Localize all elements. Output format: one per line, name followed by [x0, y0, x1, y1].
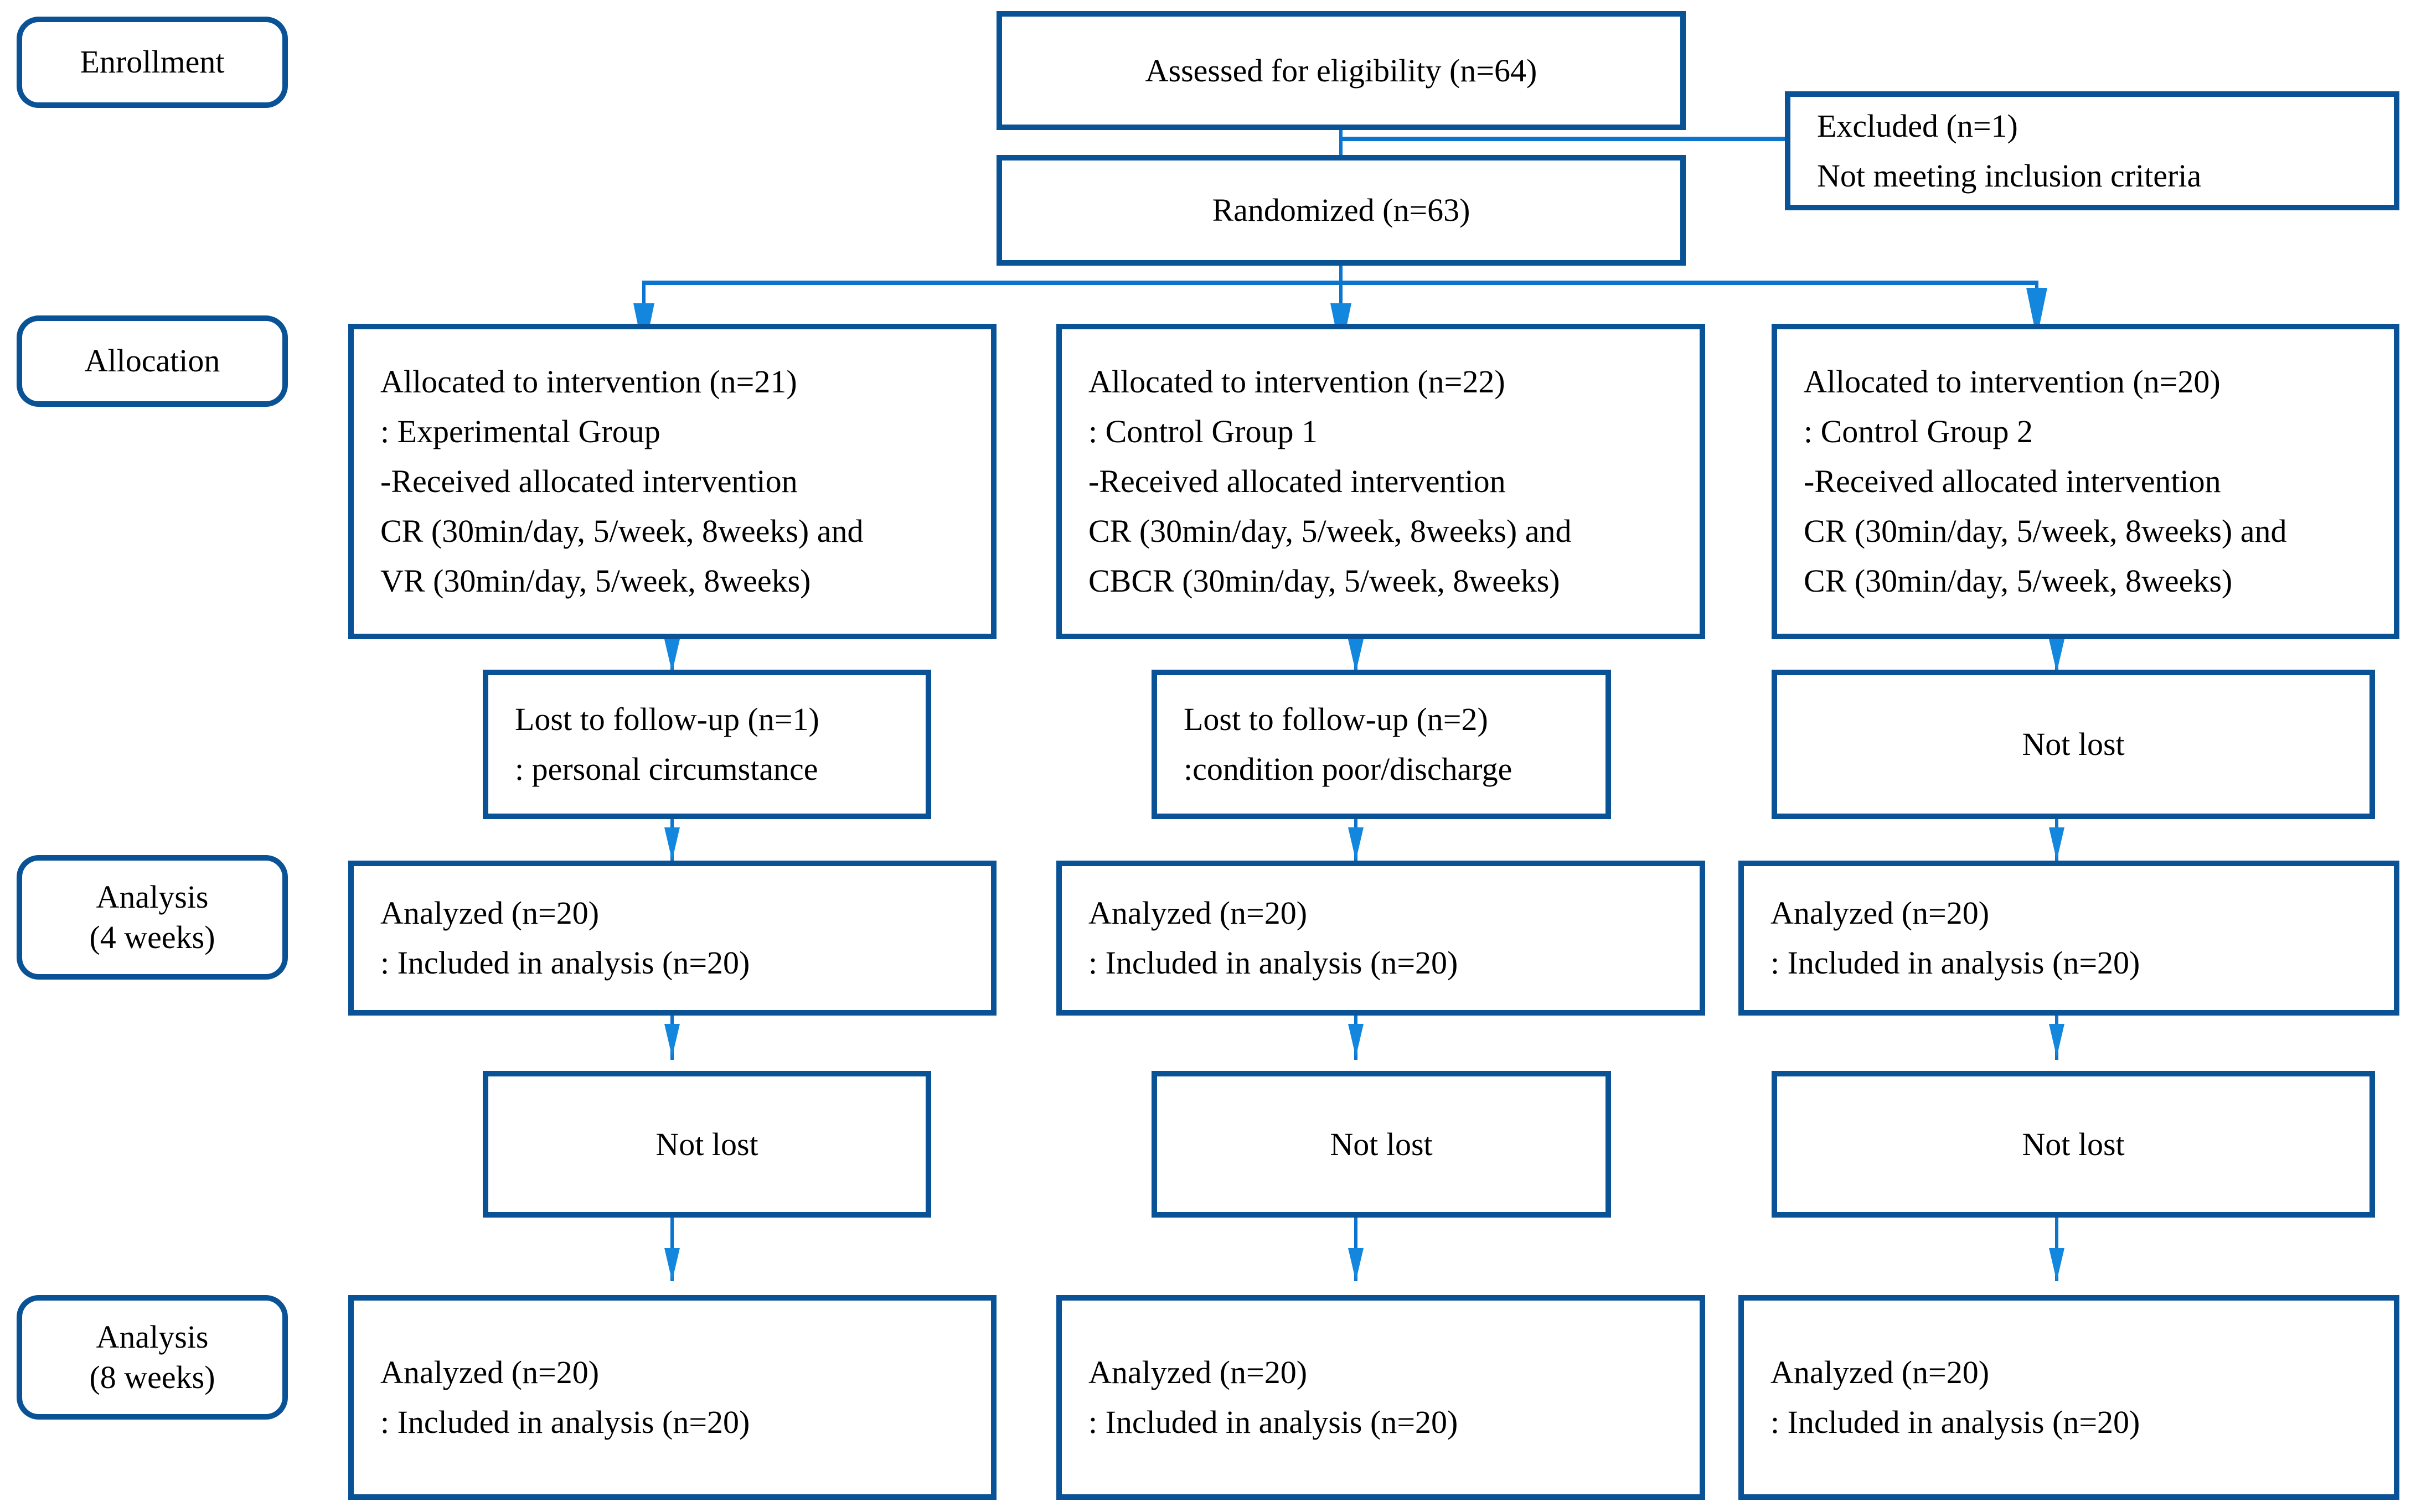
node-analysis-8w-group1-line2: : Included in analysis (n=20)	[380, 1404, 750, 1440]
node-analysis-4w-group2: Analyzed (n=20) : Included in analysis (…	[1056, 861, 1705, 1016]
connector-to-excluded	[1339, 137, 1785, 141]
arrow-allocation3-to-notlost3	[2049, 639, 2064, 672]
node-lost-followup-group1: Lost to follow-up (n=1) : personal circu…	[483, 670, 931, 819]
node-randomized: Randomized (n=63)	[997, 155, 1686, 266]
node-allocation-group2-line1: Allocated to intervention (n=22)	[1088, 364, 1505, 400]
node-allocation-group1-line3: -Received allocated intervention	[380, 463, 798, 500]
node-excluded-line1: Excluded (n=1)	[1817, 107, 2018, 144]
arrow-notlost3-to-analysis8w-3	[2049, 1248, 2064, 1281]
arrow-allocation2-to-lost2	[1348, 639, 1364, 672]
node-analysis-8w-group1: Analyzed (n=20) : Included in analysis (…	[348, 1295, 997, 1500]
node-not-lost-group3-4w: Not lost	[1772, 670, 2375, 819]
node-randomized-line1: Randomized (n=63)	[1212, 192, 1470, 229]
node-not-lost-group3-4w-line1: Not lost	[2022, 726, 2125, 763]
connector-randomized-to-group1	[642, 281, 646, 305]
node-not-lost-group2-8w: Not lost	[1152, 1071, 1611, 1218]
node-analysis-8w-group1-line1: Analyzed (n=20)	[380, 1354, 600, 1391]
stage-label-analysis-8-weeks-line1: Analysis	[96, 1319, 209, 1355]
node-lost-followup-group1-line2: : personal circumstance	[515, 751, 818, 787]
arrow-analysis4w1-to-notlost1	[664, 1024, 680, 1057]
node-not-lost-group3-8w: Not lost	[1772, 1071, 2375, 1218]
node-analysis-4w-group1-line1: Analyzed (n=20)	[380, 895, 600, 931]
node-analysis-4w-group3-line2: : Included in analysis (n=20)	[1770, 945, 2140, 981]
arrow-lost2-to-analysis4w-2	[1348, 827, 1364, 861]
node-not-lost-group1-8w-line1: Not lost	[655, 1126, 758, 1162]
connector-assessed-to-randomized-lower	[1339, 137, 1343, 155]
stage-label-analysis-8-weeks: Analysis (8 weeks)	[17, 1295, 288, 1420]
node-allocation-group3-line5: CR (30min/day, 5/week, 8weeks)	[1804, 562, 2233, 599]
node-allocation-group1-line2: : Experimental Group	[380, 413, 660, 450]
connector-randomized-stem	[1339, 266, 1343, 283]
node-analysis-8w-group3-line2: : Included in analysis (n=20)	[1770, 1404, 2140, 1440]
stage-label-analysis-4-weeks: Analysis (4 weeks)	[17, 855, 288, 980]
node-not-lost-group3-8w-line1: Not lost	[2022, 1126, 2125, 1162]
node-lost-followup-group2-line1: Lost to follow-up (n=2)	[1184, 701, 1488, 738]
node-allocation-group2-line4: CR (30min/day, 5/week, 8weeks) and	[1088, 512, 1572, 549]
node-analysis-8w-group3: Analyzed (n=20) : Included in analysis (…	[1738, 1295, 2399, 1500]
node-analysis-4w-group3: Analyzed (n=20) : Included in analysis (…	[1738, 861, 2399, 1016]
stage-label-enrollment: Enrollment	[17, 17, 288, 108]
node-lost-followup-group2-line2: :condition poor/discharge	[1184, 751, 1512, 787]
node-allocation-group1-line1: Allocated to intervention (n=21)	[380, 364, 797, 400]
node-allocation-group3-line4: CR (30min/day, 5/week, 8weeks) and	[1804, 512, 2287, 549]
node-allocation-group2-line3: -Received allocated intervention	[1088, 463, 1506, 500]
stage-label-allocation: Allocation	[17, 315, 288, 407]
node-not-lost-group1-8w: Not lost	[483, 1071, 931, 1218]
node-analysis-4w-group1-line2: : Included in analysis (n=20)	[380, 945, 750, 981]
stage-label-analysis-4-weeks-line1: Analysis	[96, 879, 209, 915]
node-allocation-group3-line2: : Control Group 2	[1804, 413, 2033, 450]
arrow-notlost2-to-analysis8w-2	[1348, 1248, 1364, 1281]
node-allocation-group1-line5: VR (30min/day, 5/week, 8weeks)	[380, 562, 811, 599]
node-excluded: Excluded (n=1) Not meeting inclusion cri…	[1785, 91, 2399, 210]
arrow-analysis4w2-to-notlost2	[1348, 1024, 1364, 1057]
arrow-analysis4w3-to-notlost3b	[2049, 1024, 2064, 1057]
node-allocation-group2-line5: CBCR (30min/day, 5/week, 8weeks)	[1088, 562, 1560, 599]
node-lost-followup-group2: Lost to follow-up (n=2) :condition poor/…	[1152, 670, 1611, 819]
node-allocation-group3-line1: Allocated to intervention (n=20)	[1804, 364, 2221, 400]
stage-label-enrollment-line1: Enrollment	[80, 44, 225, 80]
stage-label-allocation-line1: Allocation	[84, 343, 220, 379]
stage-label-analysis-4-weeks-line2: (4 weeks)	[89, 919, 215, 955]
node-analysis-4w-group2-line2: : Included in analysis (n=20)	[1088, 945, 1458, 981]
arrow-allocation1-to-lost1	[664, 639, 680, 672]
node-allocation-group3-line3: -Received allocated intervention	[1804, 463, 2221, 500]
node-analysis-8w-group2-line2: : Included in analysis (n=20)	[1088, 1404, 1458, 1440]
node-analysis-4w-group2-line1: Analyzed (n=20)	[1088, 895, 1308, 931]
node-not-lost-group2-8w-line1: Not lost	[1330, 1126, 1433, 1162]
node-allocation-group2: Allocated to intervention (n=22) : Contr…	[1056, 324, 1705, 639]
node-assessed-for-eligibility-line1: Assessed for eligibility (n=64)	[1145, 52, 1537, 89]
node-analysis-8w-group2-line1: Analyzed (n=20)	[1088, 1354, 1308, 1391]
stage-label-analysis-8-weeks-line2: (8 weeks)	[89, 1359, 215, 1395]
node-analysis-4w-group3-line1: Analyzed (n=20)	[1770, 895, 1990, 931]
node-excluded-line2: Not meeting inclusion criteria	[1817, 157, 2202, 194]
node-allocation-group1: Allocated to intervention (n=21) : Exper…	[348, 324, 997, 639]
node-allocation-group1-line4: CR (30min/day, 5/week, 8weeks) and	[380, 512, 864, 549]
arrow-notlost3-to-analysis4w-3	[2049, 827, 2064, 861]
node-analysis-4w-group1: Analyzed (n=20) : Included in analysis (…	[348, 861, 997, 1016]
node-allocation-group3: Allocated to intervention (n=20) : Contr…	[1772, 324, 2399, 639]
arrow-lost1-to-analysis4w-1	[664, 827, 680, 861]
node-allocation-group2-line2: : Control Group 1	[1088, 413, 1318, 450]
node-analysis-8w-group2: Analyzed (n=20) : Included in analysis (…	[1056, 1295, 1705, 1500]
node-lost-followup-group1-line1: Lost to follow-up (n=1)	[515, 701, 819, 738]
arrow-notlost1-to-analysis8w-1	[664, 1248, 680, 1281]
node-assessed-for-eligibility: Assessed for eligibility (n=64)	[997, 11, 1686, 130]
connector-randomized-to-group2	[1339, 281, 1343, 305]
node-analysis-8w-group3-line1: Analyzed (n=20)	[1770, 1354, 1990, 1391]
